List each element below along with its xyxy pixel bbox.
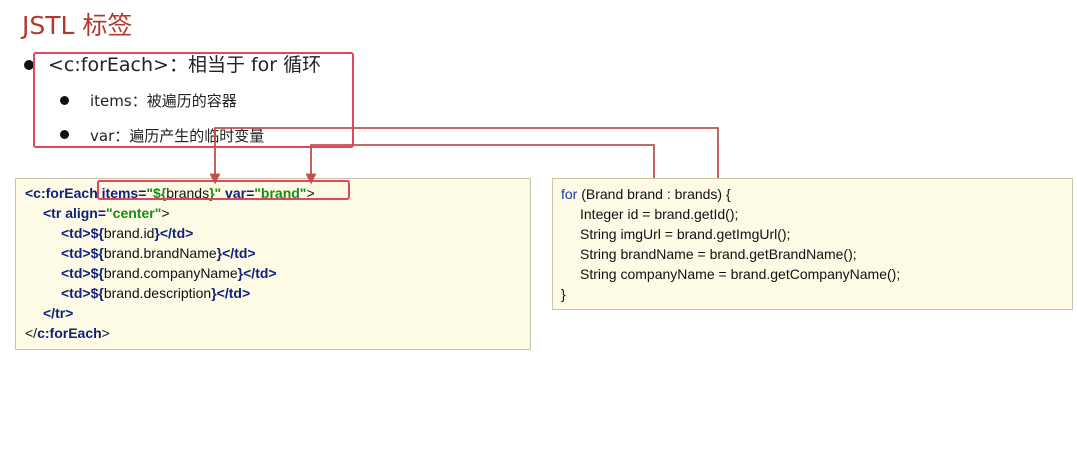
java-line-1: for (Brand brand : brands) { — [561, 184, 731, 204]
code-line-7: </tr> — [43, 303, 73, 323]
code-tag: <td> — [61, 225, 91, 241]
code-tag: <td> — [61, 245, 91, 261]
java-line-5: String companyName = brand.getCompanyNam… — [580, 264, 900, 284]
code-text: brand.brandName — [103, 245, 217, 261]
code-line-3: <td>${brand.id}</td> — [61, 223, 193, 243]
code-value: "center" — [106, 205, 162, 221]
code-el: ${ — [90, 245, 104, 261]
code-el: } — [237, 265, 244, 281]
java-line-2: Integer id = brand.getId(); — [580, 204, 738, 224]
code-text: brand.id — [103, 225, 155, 241]
bullet-dot — [60, 96, 69, 105]
code-text: > — [101, 325, 110, 341]
code-line-2: <tr align="center"> — [43, 203, 170, 223]
code-keyword: for — [561, 186, 578, 202]
code-el: } — [154, 225, 160, 241]
code-text: > — [161, 205, 170, 221]
code-tag: c:forEach — [37, 325, 102, 341]
code-attr: align= — [65, 205, 107, 221]
code-text: brand.companyName — [103, 265, 238, 281]
code-tag: </td> — [216, 285, 251, 301]
code-tag: </tr> — [43, 305, 74, 321]
jsp-code-box: <c:forEach items="${brands}" var="brand"… — [15, 178, 531, 350]
code-tag: <td> — [61, 285, 91, 301]
code-el: ${ — [90, 265, 104, 281]
code-line-5: <td>${brand.companyName}</td> — [61, 263, 277, 283]
code-attr: var= — [221, 185, 255, 201]
code-line-1: <c:forEach items="${brands}" var="brand"… — [25, 183, 315, 203]
bullet-dot — [24, 60, 34, 70]
code-text: Integer id = brand.getId(); — [580, 206, 739, 222]
code-text: String imgUrl = brand.getImgUrl(); — [580, 226, 791, 242]
attributes-highlight-box — [97, 180, 350, 200]
code-tag: <tr — [43, 205, 66, 221]
code-line-6: <td>${brand.description}</td> — [61, 283, 250, 303]
code-text: String brandName = brand.getBrandName(); — [580, 246, 857, 262]
slide-title: JSTL 标签 — [22, 11, 133, 40]
java-code-box: for (Brand brand : brands) { Integer id … — [552, 178, 1073, 310]
bullet-var: var：遍历产生的临时变量 — [90, 127, 265, 145]
bullets-highlight-box — [33, 52, 354, 148]
java-line-6: } — [561, 284, 566, 304]
code-el: } — [216, 245, 223, 261]
code-line-4: <td>${brand.brandName}</td> — [61, 243, 256, 263]
code-value: }" — [209, 185, 222, 201]
bullet-items: items：被遍历的容器 — [90, 92, 237, 110]
code-tag: </td> — [222, 245, 256, 261]
java-line-4: String brandName = brand.getBrandName(); — [580, 244, 857, 264]
code-text: brand.description — [103, 285, 212, 301]
code-tag: </td> — [243, 265, 277, 281]
bullet-dot — [60, 130, 69, 139]
code-text: } — [561, 286, 566, 302]
code-text: > — [306, 185, 315, 201]
code-el: } — [211, 285, 217, 301]
code-text: brands — [166, 185, 210, 201]
code-value: "brand" — [254, 185, 307, 201]
bullet-foreach: <c:forEach>：相当于 for 循环 — [48, 54, 322, 76]
code-el: ${ — [90, 225, 104, 241]
code-tag: <c:forEach — [25, 185, 102, 201]
code-tag: </td> — [159, 225, 194, 241]
code-value: "${ — [146, 185, 167, 201]
code-text: (Brand brand : brands) { — [577, 186, 731, 202]
java-line-3: String imgUrl = brand.getImgUrl(); — [580, 224, 790, 244]
code-text: String companyName = brand.getCompanyNam… — [580, 266, 901, 282]
code-tag: <td> — [61, 265, 91, 281]
code-attr: items= — [101, 185, 147, 201]
code-line-8: </c:forEach> — [25, 323, 110, 343]
code-text: </ — [25, 325, 38, 341]
arrow-var — [305, 144, 655, 185]
arrow-items — [209, 127, 719, 185]
code-el: ${ — [90, 285, 104, 301]
